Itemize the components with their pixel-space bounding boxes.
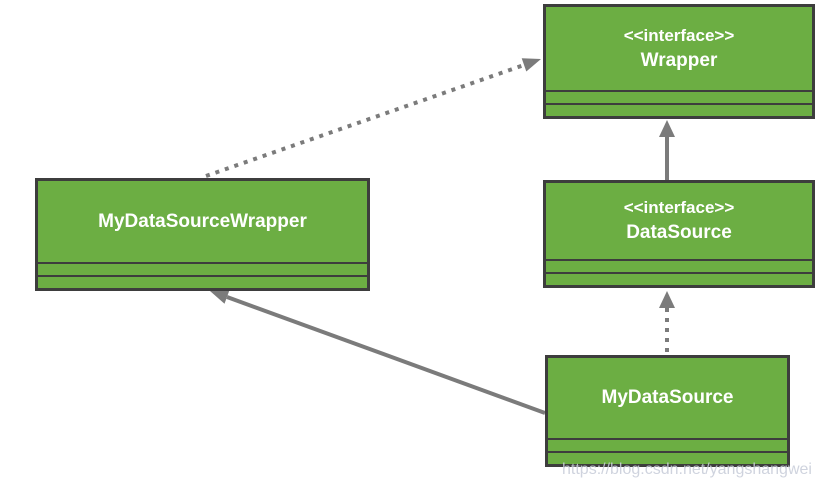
- solid-edge-line: [226, 295, 546, 415]
- stereotype-label: <<interface>>: [623, 25, 735, 45]
- attributes-compartment: [546, 90, 812, 103]
- class-name-label: DataSource: [626, 222, 732, 244]
- arrowhead-icon: [659, 291, 675, 308]
- class-box-mydatasourcewrapper: MyDataSourceWrapper: [35, 178, 370, 291]
- class-title-compartment: MyDataSourceWrapper: [38, 181, 367, 262]
- class-title-compartment: MyDataSource: [548, 358, 787, 438]
- class-box-mydatasource: MyDataSource: [545, 355, 790, 467]
- attributes-compartment: [548, 438, 787, 451]
- class-box-wrapper: <<interface>> Wrapper: [543, 4, 815, 119]
- realization-edge-mydatasourcewrapper-to-wrapper: [205, 58, 541, 178]
- methods-compartment: [38, 275, 367, 288]
- methods-compartment: [546, 103, 812, 116]
- stereotype-label: <<interface>>: [623, 198, 735, 218]
- arrowhead-icon: [521, 58, 541, 72]
- class-title-compartment: <<interface>> DataSource: [546, 183, 812, 259]
- attributes-compartment: [546, 259, 812, 272]
- class-name-label: MyDataSource: [601, 387, 734, 409]
- class-title-compartment: <<interface>> Wrapper: [546, 7, 812, 90]
- watermark-url: https://blog.csdn.net/yangshangwei: [562, 461, 812, 478]
- generalization-edge-datasource-to-wrapper: [659, 120, 675, 180]
- class-name-label: MyDataSourceWrapper: [98, 210, 307, 232]
- methods-compartment: [548, 451, 787, 464]
- class-box-datasource: <<interface>> DataSource: [543, 180, 815, 288]
- arrowhead-icon: [659, 120, 675, 137]
- association-edge-mydatasource-to-mydatasourcewrapper: [210, 290, 546, 415]
- class-name-label: Wrapper: [640, 49, 718, 71]
- arrowhead-icon: [210, 290, 230, 304]
- dotted-edge-line: [205, 63, 525, 178]
- attributes-compartment: [38, 262, 367, 275]
- realization-edge-mydatasource-to-datasource: [659, 291, 675, 352]
- methods-compartment: [546, 272, 812, 285]
